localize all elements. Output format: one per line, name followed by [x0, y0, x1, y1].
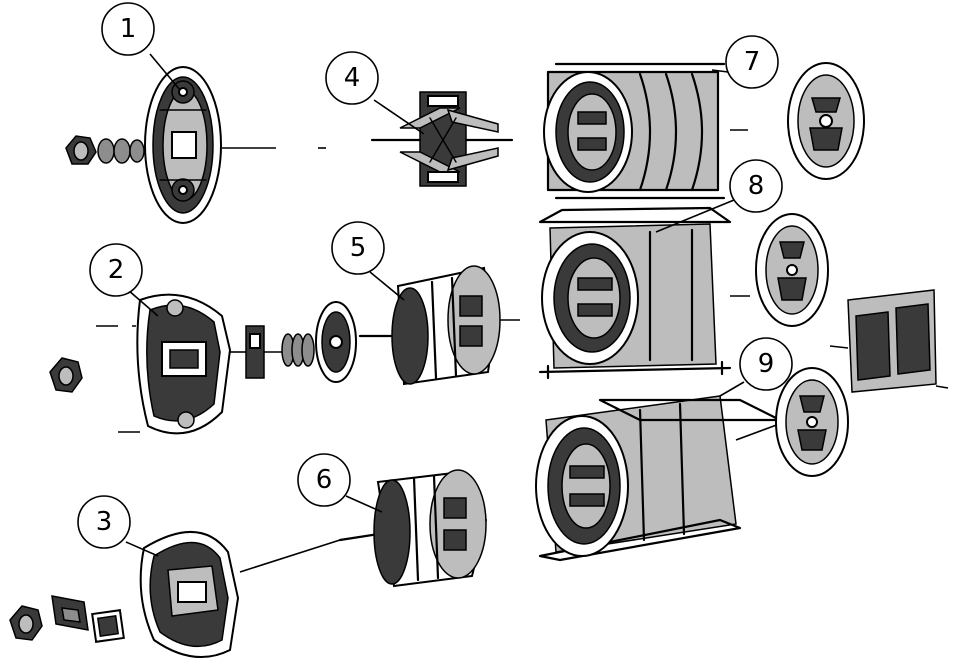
part-8-end-disc: [755, 213, 829, 327]
part-3-nut: [9, 605, 43, 641]
part-7-end-disc: [787, 62, 865, 180]
part-2-nut: [49, 357, 83, 393]
part-2-coupling: [230, 325, 284, 379]
part-1-end-cover-assembly: [65, 66, 326, 224]
part-1-nut: [65, 135, 97, 165]
part-4-rotor: [370, 91, 514, 187]
part-3-end-bell: [139, 530, 240, 659]
callout-8-label: 8: [748, 171, 765, 201]
callout-4: 4: [325, 51, 379, 105]
callout-3: 3: [77, 495, 131, 549]
part-2-end-bell-assembly: [49, 293, 357, 435]
part-2-flange: [315, 301, 357, 383]
part-5-drum: [358, 265, 520, 386]
callout-7: 7: [725, 35, 779, 89]
callout-1-label: 1: [120, 14, 137, 44]
part-3-bearing: [91, 609, 125, 643]
callout-6: 6: [297, 453, 351, 507]
callout-1: 1: [101, 2, 155, 56]
callout-4-label: 4: [344, 63, 361, 93]
part-3-end-bell-assembly: [9, 530, 341, 659]
part-3-key: [51, 595, 89, 631]
callout-5: 5: [331, 221, 385, 275]
part-6-drum: [338, 469, 488, 588]
part-8-bracket: [829, 289, 949, 393]
part-7-housing: [543, 62, 748, 200]
callout-9: 9: [739, 337, 793, 391]
callout-9-label: 9: [758, 349, 775, 379]
part-9-end-disc: [775, 367, 849, 477]
part-9-housing: [535, 395, 791, 562]
callout-leaders: [125, 53, 745, 557]
callout-5-label: 5: [350, 233, 367, 263]
callout-8: 8: [729, 159, 783, 213]
callout-2-label: 2: [108, 255, 125, 285]
part-2-spring: [281, 333, 315, 367]
part-1-washers: [97, 138, 145, 164]
part-2-end-bell: [136, 293, 232, 435]
callout-3-label: 3: [96, 507, 113, 537]
part-1-end-cover: [144, 66, 222, 224]
callout-2: 2: [89, 243, 143, 297]
callout-7-label: 7: [744, 47, 761, 77]
part-8-housing: [538, 206, 750, 380]
callout-6-label: 6: [316, 465, 333, 495]
